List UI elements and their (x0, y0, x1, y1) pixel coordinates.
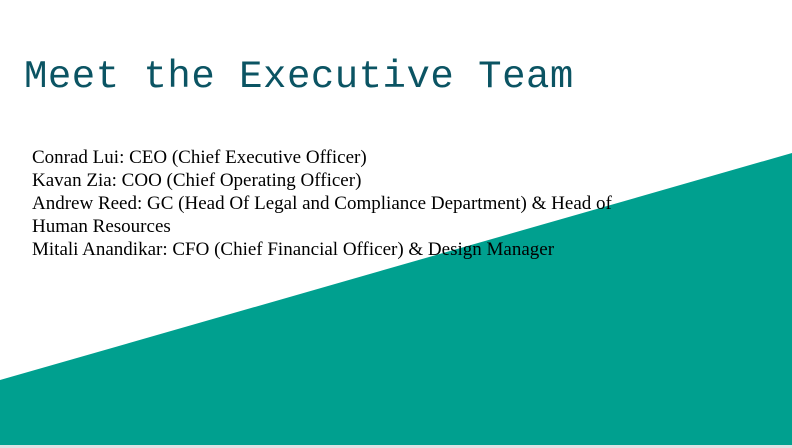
list-item: Mitali Anandikar: CFO (Chief Financial O… (32, 239, 555, 260)
executive-list: Conrad Lui: CEO (Chief Executive Officer… (32, 146, 672, 261)
page-title: Meet the Executive Team (24, 55, 574, 99)
list-item: Andrew Reed: GC (Head Of Legal and Compl… (32, 193, 612, 237)
teal-triangle (0, 153, 792, 448)
bottom-edge-divider (0, 445, 792, 448)
list-item: Conrad Lui: CEO (Chief Executive Officer… (32, 147, 367, 168)
list-item: Kavan Zia: COO (Chief Operating Officer) (32, 170, 362, 191)
